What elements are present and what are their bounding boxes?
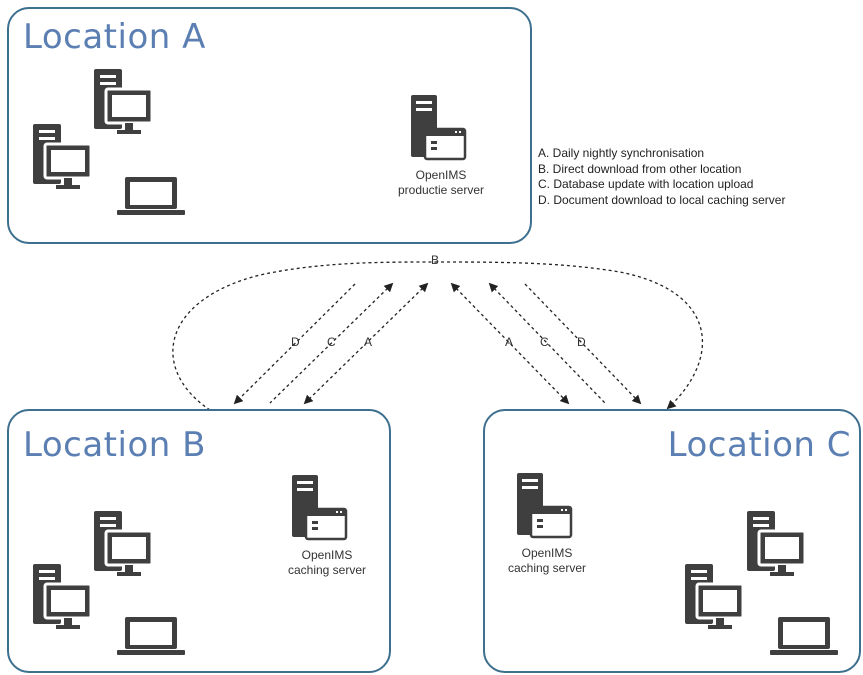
server-icon	[292, 475, 348, 541]
legend-item-d: D. Document download to local caching se…	[538, 192, 786, 207]
location-a-box: Location A OpenIMS productie server	[7, 7, 532, 244]
server-label-caching-c: OpenIMS caching server	[507, 546, 587, 575]
arrow-right-a	[450, 282, 570, 405]
server-icon	[517, 473, 573, 539]
desktop-icon	[94, 69, 154, 135]
arrow-label-right-c: C	[540, 335, 549, 349]
legend-item-c: C. Database update with location upload	[538, 177, 754, 191]
arrow-label-right-a: A	[505, 335, 513, 349]
laptop-icon	[117, 177, 185, 215]
location-b-box: Location B OpenIMS caching server	[7, 409, 391, 673]
desktop-icon	[33, 564, 93, 630]
arc-b-left	[172, 261, 436, 411]
location-c-box: Location C OpenIMS caching server	[483, 409, 861, 673]
legend-item-b: B. Direct download from other location	[538, 161, 742, 176]
server-icon	[411, 95, 467, 161]
legend: A. Daily nightly synchronisation B. Dire…	[538, 146, 785, 208]
server-label-production: OpenIMS productie server	[397, 168, 485, 197]
desktop-icon	[33, 124, 93, 190]
location-a-title: Location A	[23, 17, 206, 57]
location-c-title: Location C	[667, 425, 851, 465]
desktop-icon	[94, 511, 154, 577]
arrow-label-right-d: D	[577, 335, 586, 349]
location-b-title: Location B	[23, 425, 206, 465]
arrow-left-a	[303, 282, 429, 405]
legend-item-a: A. Daily nightly synchronisation	[538, 146, 705, 160]
arrow-label-left-c: C	[327, 335, 336, 349]
arrow-label-b: B	[431, 253, 439, 267]
desktop-icon	[685, 564, 745, 630]
laptop-icon	[117, 617, 185, 655]
server-label-caching-b: OpenIMS caching server	[287, 548, 367, 577]
arrow-left-d	[233, 283, 356, 405]
desktop-icon	[747, 511, 807, 577]
arc-b-right	[434, 261, 704, 410]
arrow-label-left-d: D	[291, 335, 300, 349]
arrow-label-left-a: A	[364, 335, 372, 349]
laptop-icon	[770, 617, 838, 655]
